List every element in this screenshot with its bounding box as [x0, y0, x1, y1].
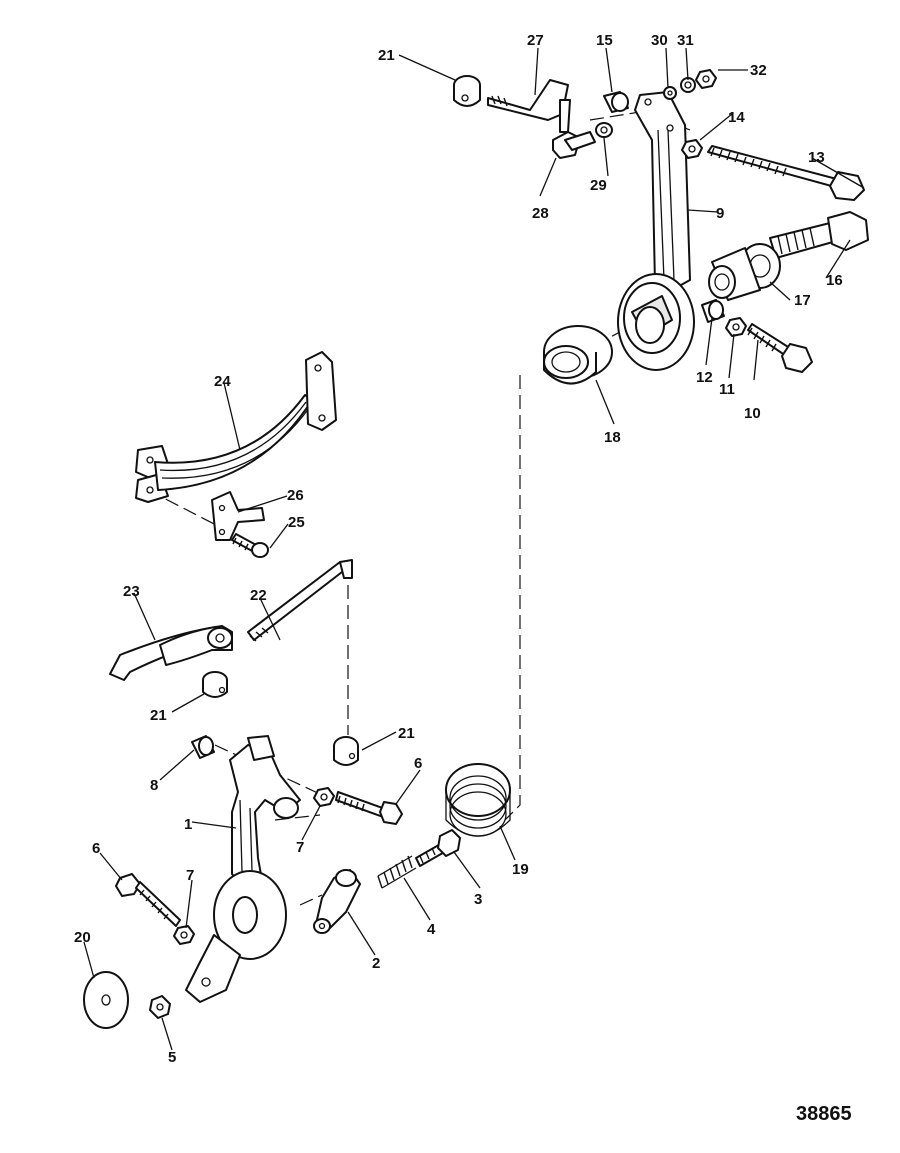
callout-9: 9 [716, 205, 724, 222]
assembly-lines [147, 109, 691, 986]
rod-22 [247, 559, 353, 642]
nut-5 [149, 995, 171, 1019]
callout-17: 17 [794, 292, 811, 309]
callout-22: 22 [250, 587, 267, 604]
bolt-16 [769, 211, 869, 259]
screw-6-upper [335, 791, 403, 825]
callout-13: 13 [808, 149, 825, 166]
callout-6-lower: 6 [92, 840, 100, 857]
spacer-12 [701, 299, 725, 323]
nut-14 [681, 139, 703, 159]
callout-11: 11 [719, 381, 735, 398]
callout-6-upper: 6 [414, 755, 422, 772]
leader-lines [83, 47, 865, 1051]
callout-5: 5 [168, 1049, 176, 1066]
sleeve-17 [708, 243, 781, 301]
callout-18: 18 [604, 429, 621, 446]
link-2 [313, 869, 361, 934]
callout-30: 30 [651, 32, 668, 49]
nut-11 [725, 317, 747, 337]
screw-3 [415, 829, 461, 867]
callout-15: 15 [596, 32, 613, 49]
swivel-21-mid [202, 671, 228, 698]
plate-26 [211, 491, 265, 541]
screw-25 [231, 533, 269, 558]
callout-2: 2 [372, 955, 380, 972]
callout-19: 19 [512, 861, 529, 878]
callout-23: 23 [123, 583, 140, 600]
callout-7-lower: 7 [186, 867, 194, 884]
nut-7-lower [173, 925, 195, 945]
spacer-8 [191, 735, 215, 759]
callout-26: 26 [287, 487, 304, 504]
nut-32 [695, 69, 717, 89]
screw-10 [747, 323, 813, 373]
washer-20 [83, 971, 129, 1029]
washer-31 [680, 77, 696, 93]
callout-31: 31 [677, 32, 694, 49]
callout-3: 3 [474, 891, 482, 908]
spring-4 [377, 855, 417, 889]
arm-1 [185, 735, 301, 1003]
callout-7-upper: 7 [296, 839, 304, 856]
swivel-21-lower [333, 736, 359, 766]
callout-20: 20 [74, 929, 91, 946]
screw-6-lower [115, 873, 181, 927]
trunnion-28 [552, 131, 596, 159]
screw-13 [707, 145, 865, 201]
bushing-18 [543, 325, 613, 385]
callout-labels: 21 27 15 30 31 32 14 13 28 29 9 16 17 12… [74, 32, 843, 1066]
callout-21-mid: 21 [150, 707, 167, 724]
coil-spring-19 [445, 763, 511, 837]
callout-10: 10 [744, 405, 761, 422]
callout-25: 25 [288, 514, 305, 531]
link-rod-27 [487, 79, 571, 133]
callout-32: 32 [750, 62, 767, 79]
figure-number: 38865 [796, 1103, 852, 1125]
callout-21-top: 21 [378, 47, 395, 64]
callout-1: 1 [184, 816, 192, 833]
lever-23 [109, 625, 233, 681]
callout-29: 29 [590, 177, 607, 194]
swivel-21-top [453, 75, 481, 107]
callout-12: 12 [696, 369, 713, 386]
spacer-15 [603, 91, 629, 113]
washer-30 [663, 86, 677, 100]
bracket-24 [135, 351, 337, 503]
callout-16: 16 [826, 272, 843, 289]
throttle-arm-9 [617, 91, 695, 371]
callout-8: 8 [150, 777, 158, 794]
bushing-29 [595, 122, 613, 138]
callout-4: 4 [427, 921, 436, 938]
callout-28: 28 [532, 205, 549, 222]
callout-21-lower: 21 [398, 725, 415, 742]
nut-7-upper [313, 787, 335, 807]
callout-14: 14 [728, 109, 745, 126]
callout-24: 24 [214, 373, 231, 390]
callout-27: 27 [527, 32, 544, 49]
